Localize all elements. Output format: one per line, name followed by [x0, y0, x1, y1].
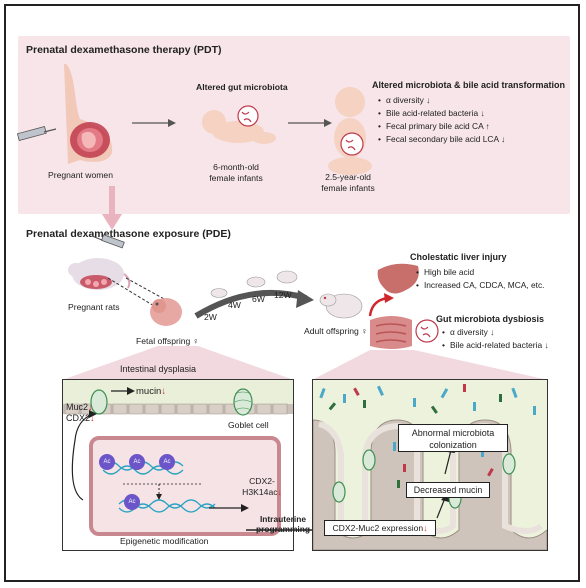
gut-bullet-item: α diversity ↓: [442, 326, 549, 339]
crawling-infant-illustration: [202, 105, 276, 144]
programming-label: Intrauterine programming: [256, 514, 310, 534]
infant-6-age: 6-month-old: [213, 162, 259, 172]
pdt-to-pde-arrow: [102, 186, 122, 230]
timeline-4w: 4W: [228, 300, 241, 310]
liver-bullet-item: High bile acid: [416, 266, 544, 279]
expression-box: CDX2-Muc2 expression↓: [324, 520, 436, 536]
figure-frame: Prenatal dexamethasone therapy (PDT) Pre…: [4, 4, 580, 582]
goblet-cell-label: Goblet cell: [228, 420, 269, 430]
mucin-label: mucin↓: [136, 386, 167, 397]
infant-25-age: 2.5-year-old: [325, 172, 371, 182]
rat-2w-icon: [210, 288, 228, 298]
altered-title: Altered microbiota & bile acid transform…: [372, 80, 566, 90]
arrow-pdt-1: [132, 119, 176, 127]
acetyl-mark: Ac: [129, 454, 145, 470]
infant-25-group: female infants: [321, 182, 375, 193]
syringe-icon: [16, 126, 57, 142]
arrow-pdt-2: [288, 119, 332, 127]
infant-6-group: female infants: [209, 172, 263, 183]
timeline-arrow: [194, 289, 314, 319]
gut-bullet-item: Bile acid-related bacteria ↓: [442, 339, 549, 352]
zoom-trapezoids: [62, 346, 548, 380]
timeline-6w: 6W: [252, 294, 265, 304]
syringe-rat-icon: [91, 234, 125, 249]
abnormal-line2: colonization: [429, 440, 477, 450]
acetyl-mark: Ac: [124, 494, 140, 510]
pregnant-rats-label: Pregnant rats: [68, 302, 120, 312]
dysplasia-title: Intestinal dysplasia: [120, 364, 197, 374]
timeline-2w: 2W: [204, 312, 217, 322]
pdt-bullet-item: α diversity ↓: [378, 94, 505, 107]
pde-title: Prenatal dexamethasone exposure (PDE): [26, 228, 231, 240]
pregnant-woman-illustration: [64, 64, 113, 164]
h3k14ac-line2: H3K14ac↓: [242, 486, 282, 497]
gut-title: Gut microbiota dysbiosis: [436, 314, 545, 324]
pdt-bullet-item: Fecal primary bile acid CA ↑: [378, 120, 505, 133]
intestine-illustration: [370, 316, 412, 349]
decreased-mucin-box: Decreased mucin: [406, 482, 490, 498]
pdt-bullet-item: Fecal secondary bile acid LCA ↓: [378, 133, 505, 146]
dashed-link: [107, 277, 166, 313]
liver-illustration: [377, 263, 419, 294]
pdt-bullet-list: α diversity ↓ Bile acid-related bacteria…: [378, 94, 505, 146]
programming-line2: programming: [256, 524, 310, 534]
liver-bullet-item: Increased CA, CDCA, MCA, etc.: [416, 279, 545, 292]
pdt-bullet-item: Bile acid-related bacteria ↓: [378, 107, 505, 120]
abnormal-colonization-box: Abnormal microbiota colonization: [398, 424, 508, 452]
acetyl-mark: Ac: [159, 454, 175, 470]
pregnant-rat-illustration: [68, 258, 131, 290]
gut-to-liver-arrow: [368, 293, 394, 317]
acetyl-mark: Ac: [99, 454, 115, 470]
programming-line1: Intrauterine: [259, 514, 307, 524]
dysplasia-illustration: [63, 380, 293, 536]
infant-25-label: 2.5-year-old female infants: [308, 172, 388, 193]
liver-title: Cholestatic liver injury: [410, 252, 507, 262]
epigenetic-label: Epigenetic modification: [120, 536, 209, 546]
rat-6w-icon: [246, 276, 266, 288]
infant-6-label: 6-month-old female infants: [196, 162, 276, 183]
h3k14ac-label: CDX2- H3K14ac↓: [232, 476, 292, 497]
cdx2-label: CDX2↓: [66, 413, 95, 423]
adult-rat-illustration: [319, 293, 363, 319]
toddler-illustration: [328, 87, 372, 175]
h3k14ac-line1: CDX2-: [249, 476, 275, 486]
muc2-label: Muc2↓: [66, 402, 93, 412]
rat-12w-icon: [276, 270, 298, 284]
liver-bullet-list: High bile acid Increased CA, CDCA, MCA, …: [416, 266, 545, 292]
altered-gut-label: Altered gut microbiota: [196, 82, 288, 92]
gut-bullet-list: α diversity ↓ Bile acid-related bacteria…: [442, 326, 549, 352]
microbiota-icon: [415, 319, 439, 343]
timeline-12w: 12W: [274, 290, 292, 300]
pregnant-women-label: Pregnant women: [48, 170, 113, 180]
fetal-offspring-label: Fetal offspring ♀: [136, 336, 200, 346]
fetal-rat-illustration: [150, 298, 182, 326]
adult-offspring-label: Adult offspring ♀: [304, 326, 368, 336]
pdt-title: Prenatal dexamethasone therapy (PDT): [26, 44, 222, 56]
abnormal-line1: Abnormal microbiota: [411, 428, 495, 438]
